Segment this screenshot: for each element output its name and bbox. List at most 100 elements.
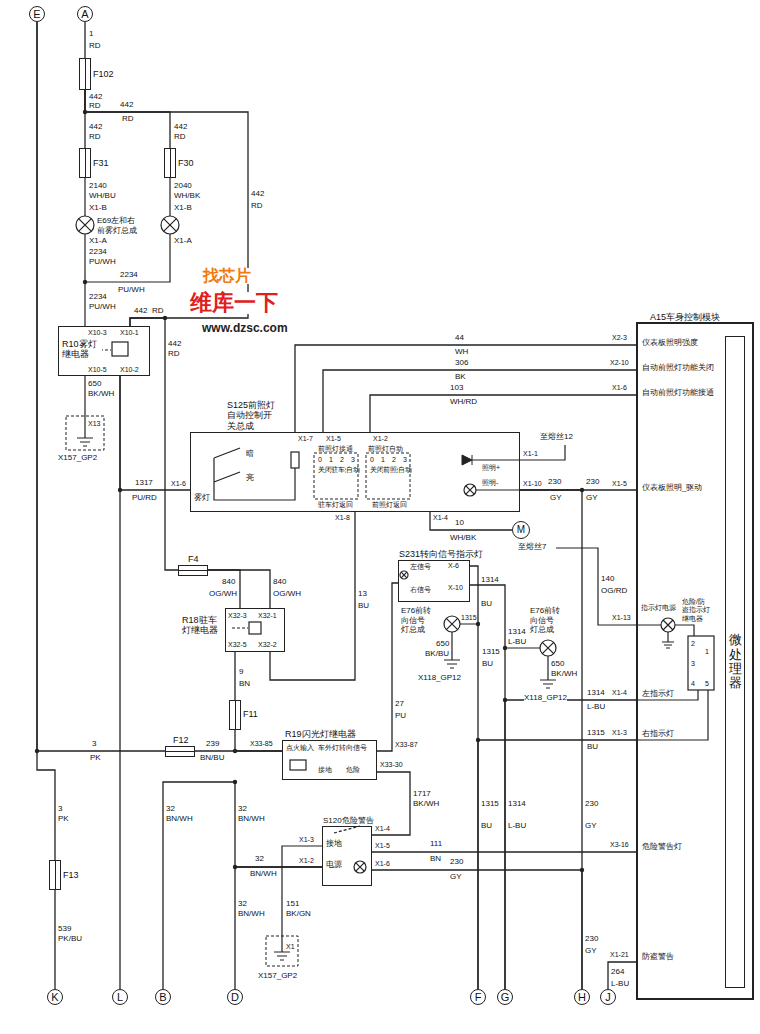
wire-label: 3 [403, 456, 407, 463]
lamp-symbol [540, 640, 556, 656]
wire-label: 442 [89, 93, 102, 101]
wire-label: 442 [251, 190, 264, 198]
wire-label: 2234 [89, 293, 107, 301]
wire-label: 自动 [346, 466, 353, 473]
wire-label: 140 [601, 575, 614, 583]
wire-label: 4 [691, 680, 695, 687]
connector-circle: F [470, 989, 486, 1005]
fuse-symbol: F4 [178, 565, 208, 576]
wire-label: X10-5 [88, 366, 107, 373]
wire-label: 照明- [482, 479, 498, 486]
wire-label: 2140 [89, 182, 107, 190]
wire-label: X32-2 [258, 641, 277, 648]
lamp-symbol [400, 571, 408, 579]
connector-circle: J [600, 989, 616, 1005]
connector-circle: M [512, 521, 530, 539]
wire-label: X32-3 [228, 612, 247, 619]
wire-label: 1 [89, 30, 93, 38]
wire-label: 650 [551, 660, 564, 668]
fuse-symbol: F31 [79, 148, 91, 178]
wire-label: E76前转 向信号 灯总成 [401, 606, 441, 635]
wire [472, 445, 565, 460]
wire-label: X13 [88, 420, 100, 427]
wire [37, 22, 165, 751]
wire [37, 22, 55, 860]
wire-label: 仪表板照明强度 [642, 339, 698, 347]
wire-label: 前照灯自动 [368, 445, 403, 452]
wire-label: X157_GP2 [58, 454, 97, 462]
wire-label: 电源 [326, 861, 342, 869]
wire-label: 前照灯 [383, 466, 390, 473]
ground-symbol [77, 438, 93, 446]
node-text: G [501, 991, 510, 1004]
wire-label: X1-3 [299, 836, 314, 843]
wire-label: PK/BU [58, 935, 82, 943]
wire-label: PK [58, 815, 69, 823]
wire-label: 接地 [318, 766, 332, 773]
wire-label: 1315 [461, 614, 477, 621]
wire-label: X33-85 [250, 740, 273, 747]
connector-circle: L [112, 989, 128, 1005]
wire [120, 376, 190, 490]
fuse-symbol: F13 [49, 860, 61, 890]
wire-label: GY [585, 947, 597, 955]
wire-label: 危险/防 盗指示灯 继电器 [682, 598, 714, 623]
node-text: R10雾灯 继电器 [62, 339, 102, 360]
wire-label: X118_GP12 [418, 674, 461, 682]
wire-label: X1-4 [433, 514, 448, 521]
wire-label: X10-3 [88, 329, 107, 336]
wire-label: 前照灯返回 [372, 501, 407, 508]
wire [208, 570, 270, 608]
wire-label: 1314 [508, 628, 526, 636]
wire-label: 指示灯电源 [641, 604, 676, 611]
wire-label: OG/WH [273, 590, 301, 598]
node-text: F30 [178, 158, 194, 168]
wire-label: 至熔丝7 [518, 543, 546, 551]
wire-label: X1-5 [326, 435, 341, 442]
wire-label: 0 [370, 456, 374, 463]
relay-switch [100, 350, 360, 833]
node-text: F [475, 991, 482, 1004]
wire [85, 178, 170, 326]
wire [270, 512, 355, 680]
ground-symbol [444, 660, 460, 668]
wire-label: 264 [611, 968, 624, 976]
wire-label: 32 [255, 855, 264, 863]
module-box: A15车身控制模块微处理器 [636, 322, 754, 1000]
component-box: S125前照灯 自动控制开 关总成 [190, 432, 520, 512]
wire-label: 危险 [346, 766, 360, 773]
wire-label: BN/WH [250, 870, 277, 878]
node-text: S120危险警告 [323, 816, 374, 825]
lamp-symbol [444, 616, 460, 632]
wire-label: X118_GP12 [524, 694, 567, 702]
wire-label: 442 [134, 307, 147, 315]
wire [234, 652, 235, 700]
lamp-symbol [464, 484, 476, 496]
wire-label: WH/BK [174, 192, 200, 200]
fuse-symbol: F11 [229, 700, 241, 730]
wire [476, 489, 520, 490]
wire-label: GY [585, 822, 597, 830]
wire-label: 1 [381, 456, 385, 463]
wire-label: WH [455, 348, 468, 356]
wire-label: RD [122, 115, 134, 123]
wire-label: X33-87 [395, 741, 418, 748]
wire-label: 1314 [508, 800, 526, 808]
wire-label: RD [89, 102, 101, 110]
wire-label: 自动前照灯功能接通 [642, 389, 714, 397]
wire-label: RD [89, 42, 101, 50]
wire [372, 851, 636, 852]
node-text: S125前照灯 自动控制开 关总成 [227, 400, 289, 431]
wire-label: RD [168, 350, 180, 358]
wire-label: 442 [174, 123, 187, 131]
ground-symbol [274, 952, 290, 960]
wire-label: X1-8 [335, 514, 350, 521]
wire-label: 自动前照灯功能关闭 [642, 364, 714, 372]
wire [84, 376, 85, 438]
wire-label: PU [395, 712, 406, 720]
wire-label: X32-5 [228, 641, 247, 648]
lamp-symbol [79, 219, 92, 232]
diode [472, 455, 473, 465]
wire-label: 2040 [174, 182, 192, 190]
wire-label: 32 [238, 805, 247, 813]
